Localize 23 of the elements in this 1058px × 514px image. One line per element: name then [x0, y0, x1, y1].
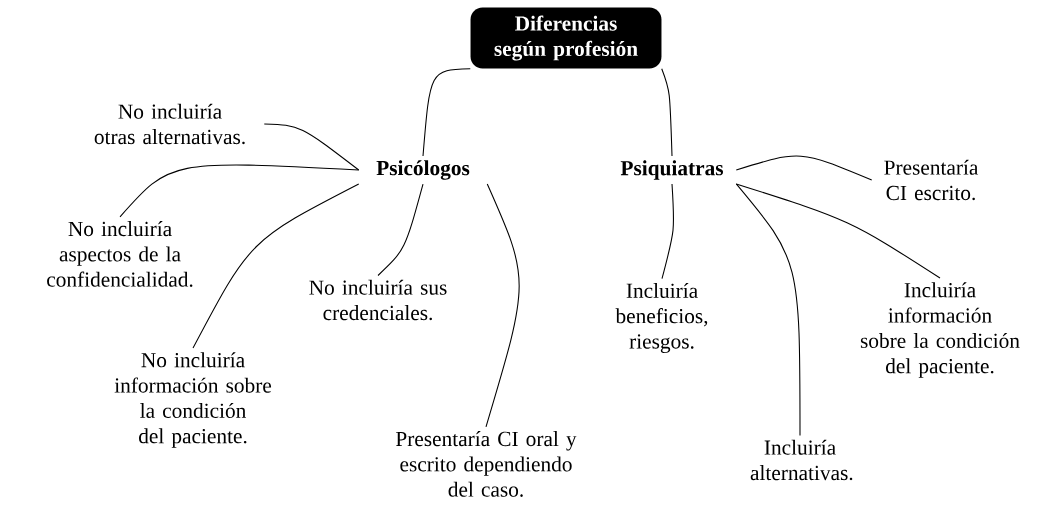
branch-text: No incluiría aspectos de la confidencialidad. [47, 221, 193, 287]
connector-line [192, 183, 360, 349]
connector-line [661, 183, 675, 280]
branch-text: No incluiría sus credenciales. [309, 279, 447, 321]
connector-line [263, 123, 360, 171]
connector-line [377, 183, 424, 277]
connector-line [119, 164, 360, 218]
branch-text: No incluiría otras alternativas. [94, 103, 245, 145]
branch-text: Incluiría información sobre la condición del paciente. [860, 282, 1020, 378]
branch-text: Presentaría CI oral y escrito dependiendo del caso. [396, 431, 577, 497]
connector-line [422, 68, 471, 157]
title-box: Diferencias según profesión [470, 7, 662, 69]
branch-text: Presentaría CI escrito. [884, 159, 979, 201]
branch-text: Incluiría alternativas. [750, 439, 853, 481]
category-label: Psiquiatras [620, 160, 724, 180]
category-label: Psicólogos [376, 160, 470, 180]
branch-text: Incluiría beneficios, riesgos. [615, 282, 708, 354]
connector-line [735, 183, 941, 279]
connector-line [485, 183, 520, 428]
connector-line [735, 183, 801, 437]
connector-line [661, 68, 673, 157]
branch-text: No incluiría información sobre la condición del paciente. [114, 352, 272, 448]
connector-line [735, 155, 873, 181]
